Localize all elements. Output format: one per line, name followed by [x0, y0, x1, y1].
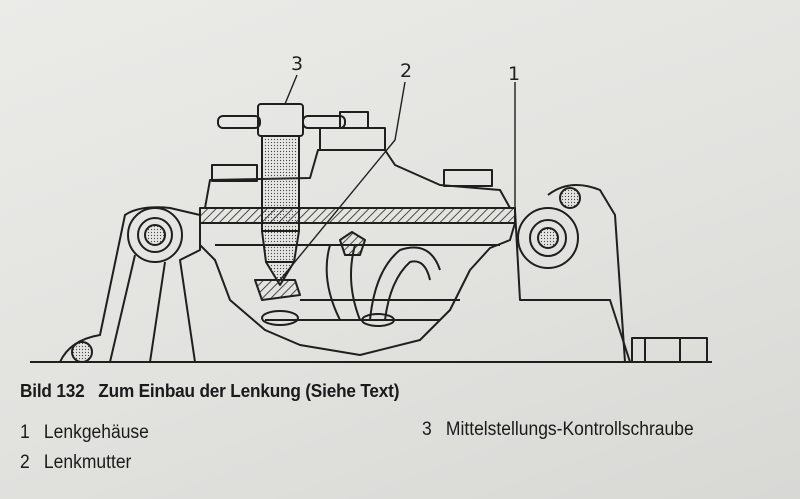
legend-item: 3 Mittelstellungs-Kontrollschraube	[422, 419, 694, 441]
figure-caption: Bild 132 Zum Einbau der Lenkung (Siehe T…	[20, 380, 399, 402]
legend-number: 2	[20, 452, 30, 473]
figure-number: Bild 132	[20, 380, 85, 401]
callout-1: 1	[508, 63, 520, 85]
legend-label: Lenkmutter	[43, 452, 132, 473]
legend-number: 1	[20, 422, 30, 443]
legend-item: 1 Lenkgehäuse	[20, 422, 149, 444]
callout-3: 3	[291, 53, 303, 75]
steering-installation-diagram: 3 2 1	[30, 53, 712, 363]
figure-title: Zum Einbau der Lenkung (Siehe Text)	[98, 380, 400, 401]
legend-label: Lenkgehäuse	[43, 422, 149, 443]
legend-item: 2 Lenkmutter	[20, 452, 131, 474]
callout-2: 2	[400, 60, 412, 82]
legend-number: 3	[422, 419, 432, 440]
legend-label: Mittelstellungs-Kontrollschraube	[445, 419, 694, 440]
